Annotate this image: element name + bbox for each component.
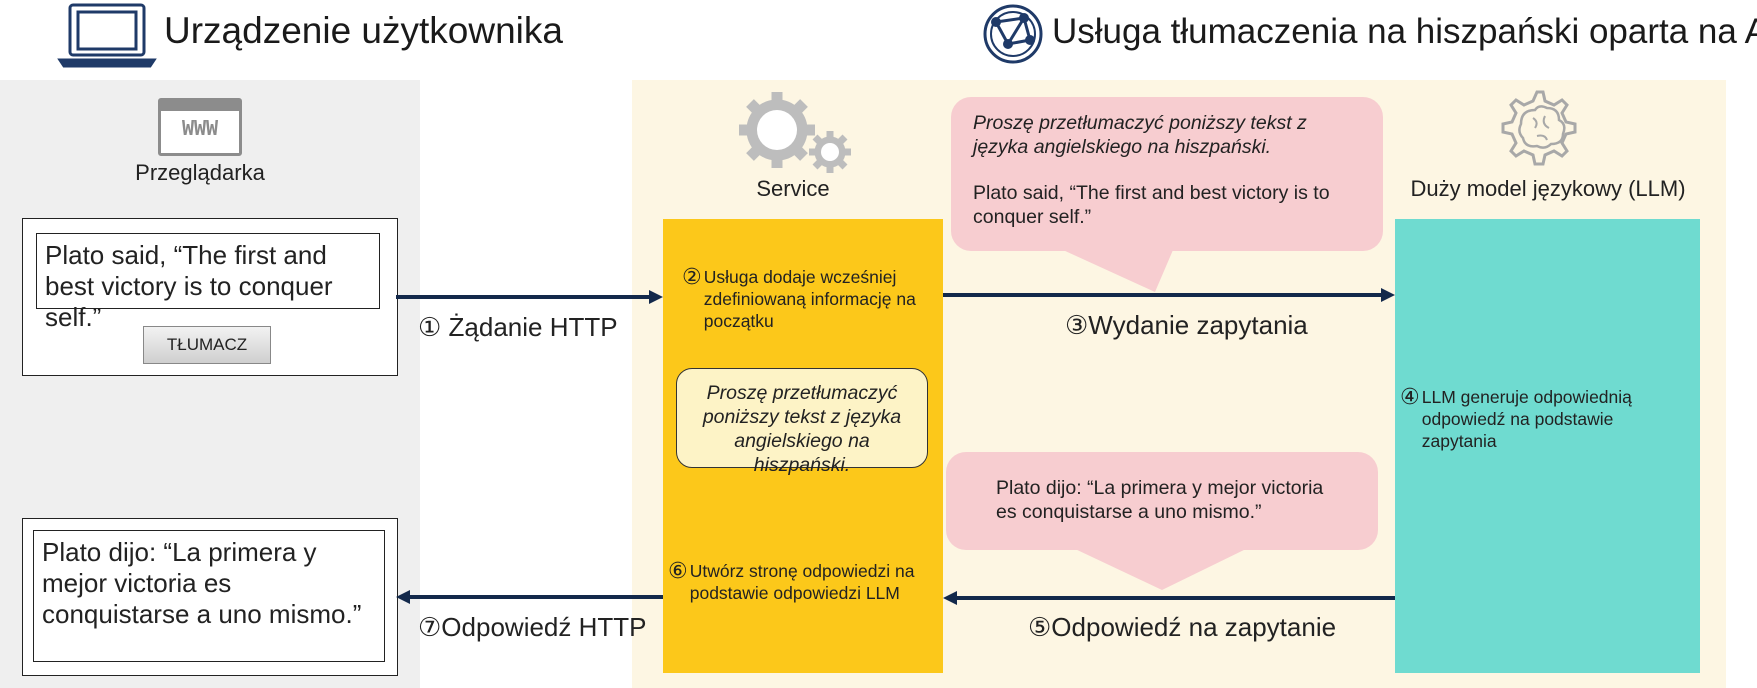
llm-column	[1395, 219, 1700, 673]
browser-label: Przeglądarka	[135, 160, 265, 185]
query-bubble-instruction: Proszę przetłumaczyć poniższy tekst z ję…	[973, 112, 1307, 158]
browser-input-text[interactable]: Plato said, “The first and best victory …	[36, 233, 380, 332]
step7-label: ⑦Odpowiedź HTTP	[418, 612, 647, 642]
ai-service-title: Usługa tłumaczenia na hiszpański oparta …	[1052, 12, 1757, 51]
llm-label: Duży model językowy (LLM)	[1410, 176, 1686, 201]
step3-label: ③Wydanie zapytania	[1065, 310, 1308, 340]
step4-description: ④ LLM generuje odpowiednią odpowiedź na …	[1400, 386, 1690, 452]
translate-button[interactable]: TŁUMACZ	[143, 326, 271, 364]
query-bubble: Proszę przetłumaczyć poniższy tekst z ję…	[951, 97, 1383, 251]
step5-label: ⑤Odpowiedź na zapytanie	[1028, 612, 1337, 642]
step6-number: ⑥	[668, 558, 688, 583]
step4-text: LLM generuje odpowiednią odpowiedź na po…	[1421, 387, 1632, 451]
user-device-title: Urządzenie użytkownika	[164, 10, 563, 51]
step2-description: ② Usługa dodaje wcześniej zdefiniowaną i…	[682, 266, 932, 332]
step6-text: Utwórz stronę odpowiedzi na podstawie od…	[689, 561, 915, 603]
www-icon-text: WWW	[181, 116, 219, 140]
query-bubble-text: Plato said, “The first and best victory …	[973, 182, 1330, 228]
step6-description: ⑥ Utwórz stronę odpowiedzi na podstawie …	[668, 560, 918, 604]
step4-number: ④	[1400, 384, 1420, 409]
www-icon: WWW	[158, 98, 242, 156]
service-label: Service	[756, 176, 830, 201]
response-bubble: Plato dijo: “La primera y mejor victoria…	[946, 452, 1378, 550]
step1-label: ① Żądanie HTTP	[418, 312, 618, 342]
browser-output-text: Plato dijo: “La primera y mejor victoria…	[33, 530, 385, 662]
step2-text: Usługa dodaje wcześniej zdefiniowaną inf…	[703, 267, 916, 331]
predefined-instruction-note: Proszę przetłumaczyć poniższy tekst z ję…	[676, 368, 928, 476]
step2-number: ②	[682, 264, 702, 289]
